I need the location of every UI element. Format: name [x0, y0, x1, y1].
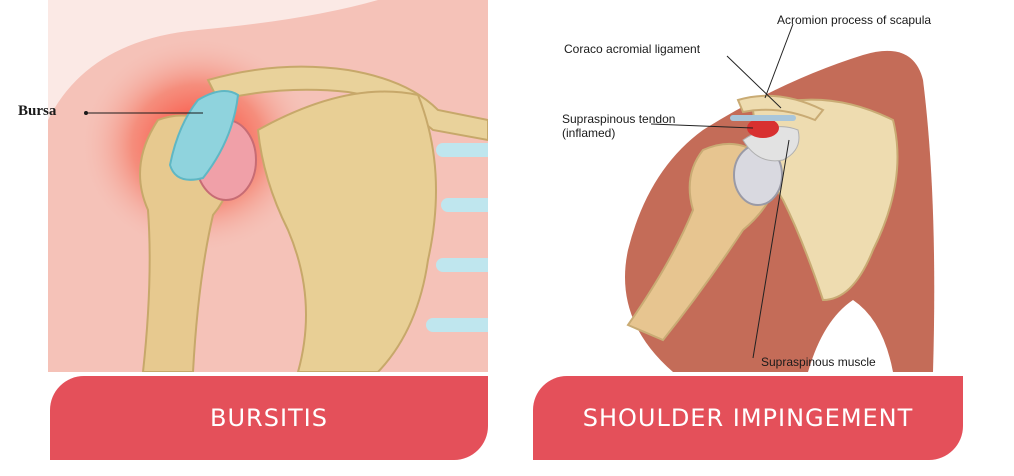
leader-lines — [650, 23, 794, 359]
muscle-label: Supraspinous muscle — [761, 355, 876, 369]
bursa-shape — [168, 90, 240, 181]
clavicle — [206, 65, 488, 142]
coraco-label: Coraco acromial ligament — [564, 42, 701, 56]
scapula — [256, 90, 437, 372]
bursitis-banner: BURSITIS — [50, 376, 488, 460]
armpit-gap — [808, 300, 893, 372]
ribs — [426, 143, 488, 332]
impingement-illustration — [553, 0, 963, 372]
tendon-label-line2: (inflamed) — [562, 126, 616, 140]
bursitis-anatomy-drawing — [48, 0, 488, 372]
inflamed-tendon — [747, 118, 779, 138]
impingement-banner: SHOULDER IMPINGEMENT — [533, 376, 963, 460]
impingement-anatomy-drawing — [625, 23, 935, 372]
bursitis-illustration: Bursa — [48, 0, 488, 372]
tendon-label-line1: Supraspinous tendon — [562, 112, 676, 126]
acromion-label: Acromion process of scapula — [777, 13, 932, 27]
bursa-label-text: Bursa — [18, 103, 57, 119]
